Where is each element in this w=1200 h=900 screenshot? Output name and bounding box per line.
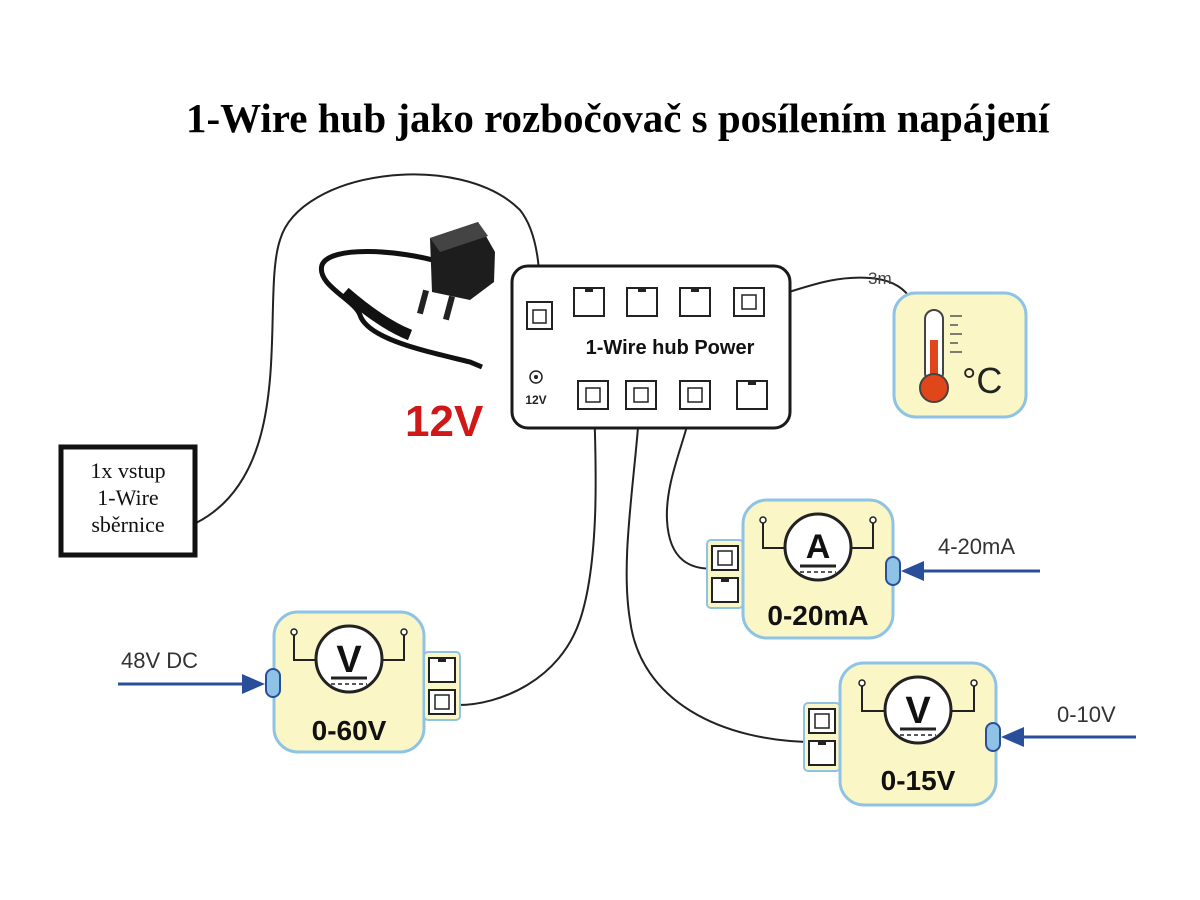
bus-input-line-3: sběrnice bbox=[91, 512, 164, 537]
hub-port-bottom-3 bbox=[679, 380, 711, 410]
adapter-voltage-label: 12V bbox=[405, 397, 484, 446]
hub-port-bottom-2 bbox=[625, 380, 657, 410]
voltmeter-15-symbol: V bbox=[905, 690, 931, 732]
bus-input-frame bbox=[58, 444, 198, 558]
voltmeter-60-wire bbox=[457, 401, 597, 706]
bus-input-line-2: 1-Wire bbox=[97, 485, 158, 510]
bus-input-wire bbox=[195, 173, 541, 524]
voltmeter-60-input-terminal bbox=[265, 668, 281, 698]
voltmeter-60-input-label: 48V DC bbox=[121, 648, 198, 673]
hub-port-bottom-1 bbox=[577, 380, 609, 410]
thermometer-card bbox=[892, 291, 1028, 419]
voltmeter-60-gauge-icon bbox=[290, 624, 408, 694]
hub-power-jack-label: 12V bbox=[525, 393, 546, 407]
hub: 1-Wire hub Power 12V bbox=[510, 264, 792, 430]
thermometer-module: 3m °C bbox=[868, 269, 1028, 419]
adapter-cable-icon bbox=[319, 249, 483, 370]
bus-input-line-1: 1x vstup bbox=[90, 458, 165, 483]
ammeter-input-terminal bbox=[885, 556, 901, 586]
adapter-cable-coil-icon bbox=[341, 287, 413, 341]
power-adapter: 12V bbox=[319, 222, 495, 446]
voltmeter-60-input-arrow-icon bbox=[242, 674, 265, 694]
voltmeter-60-symbol: V bbox=[336, 639, 362, 681]
hub-label: 1-Wire hub Power bbox=[586, 337, 755, 359]
thermometer-icon bbox=[919, 309, 962, 403]
hub-input-port-socket bbox=[532, 309, 547, 324]
ammeter-gauge-icon bbox=[759, 512, 877, 582]
voltmeter-60-module: V 0-60V 48V DC bbox=[118, 610, 461, 754]
thermometer-cable-length: 3m bbox=[868, 269, 892, 288]
hub-port-top-1 bbox=[573, 287, 605, 317]
ammeter-range: 0-20mA bbox=[767, 600, 868, 631]
ammeter-wire bbox=[665, 401, 723, 570]
diagram-title: 1-Wire hub jako rozbočovač s posílením n… bbox=[186, 95, 1050, 141]
voltmeter-15-module: V 0-15V 0-10V bbox=[803, 661, 1136, 807]
voltmeter-15-ports bbox=[803, 702, 841, 772]
hub-port-top-3 bbox=[679, 287, 711, 317]
adapter-plug-icon bbox=[416, 222, 495, 321]
hub-port-bottom-4 bbox=[736, 380, 768, 410]
voltmeter-60-ports bbox=[423, 651, 461, 721]
voltmeter-15-gauge-icon bbox=[858, 675, 978, 745]
voltmeter-15-input-arrow-icon bbox=[1001, 727, 1024, 747]
thermometer-unit: °C bbox=[962, 360, 1002, 401]
voltmeter-15-input-label: 0-10V bbox=[1057, 702, 1116, 727]
hub-port-top-2 bbox=[626, 287, 658, 317]
ammeter-module: A 0-20mA 4-20mA bbox=[706, 498, 1040, 640]
voltmeter-15-wire bbox=[625, 401, 817, 743]
ammeter-ports bbox=[706, 539, 744, 609]
ammeter-input-arrow-icon bbox=[901, 561, 924, 581]
ammeter-symbol: A bbox=[806, 528, 831, 566]
voltmeter-15-input-terminal bbox=[985, 722, 1001, 752]
voltmeter-60-range: 0-60V bbox=[312, 715, 387, 746]
ammeter-input-label: 4-20mA bbox=[938, 534, 1015, 559]
voltmeter-15-range: 0-15V bbox=[881, 765, 956, 796]
hub-port-top-4 bbox=[733, 287, 765, 317]
bus-input-box: 1x vstup 1-Wire sběrnice bbox=[58, 444, 198, 558]
